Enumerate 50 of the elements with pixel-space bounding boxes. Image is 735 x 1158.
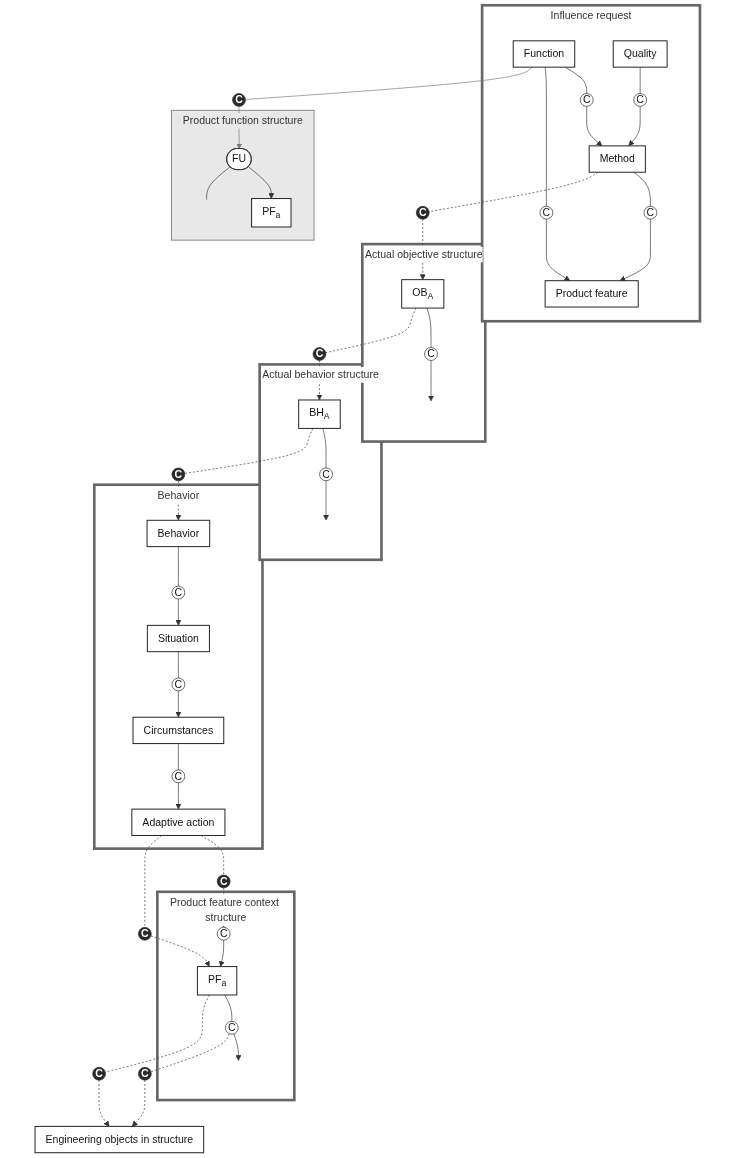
connector xyxy=(178,651,179,679)
node-box xyxy=(34,1125,205,1154)
cluster xyxy=(258,363,383,562)
node-circle xyxy=(138,1066,152,1081)
node-box xyxy=(588,145,646,173)
node-circle xyxy=(319,467,333,482)
node-circle xyxy=(539,206,554,220)
node-circle xyxy=(643,206,658,220)
connector xyxy=(639,66,641,94)
connector xyxy=(322,428,327,469)
node-circle xyxy=(232,93,246,107)
node-circle xyxy=(138,927,152,941)
connector xyxy=(224,994,233,1022)
node-box xyxy=(146,624,210,653)
cluster xyxy=(156,890,296,1102)
node-circle xyxy=(312,347,327,361)
node-circle xyxy=(171,769,186,784)
connector xyxy=(178,546,179,587)
node-circle xyxy=(92,1066,106,1081)
connector xyxy=(150,1033,230,1072)
node-circle xyxy=(579,93,594,107)
connector xyxy=(245,66,533,100)
connector xyxy=(144,835,162,928)
node-box xyxy=(132,716,225,745)
node-box xyxy=(251,198,292,228)
node-box xyxy=(512,40,576,68)
node-circle xyxy=(171,677,186,692)
node-circle xyxy=(171,467,186,482)
connector xyxy=(633,171,651,207)
node-box xyxy=(401,279,445,309)
cluster xyxy=(93,483,264,850)
node-box xyxy=(196,966,238,996)
node-box xyxy=(298,399,341,429)
connector xyxy=(544,66,547,207)
node-circle xyxy=(225,1021,239,1035)
connector xyxy=(426,307,432,348)
node-box xyxy=(612,40,668,68)
node-circle xyxy=(416,206,430,220)
connector xyxy=(565,66,588,94)
connector xyxy=(206,166,231,200)
node-circle xyxy=(216,874,231,889)
node-box xyxy=(544,280,639,308)
node-circle xyxy=(216,927,231,941)
node-box xyxy=(146,519,211,548)
node-circle xyxy=(633,93,647,107)
node-box xyxy=(131,808,226,836)
connector xyxy=(178,743,179,771)
cluster xyxy=(480,3,702,323)
node-circle xyxy=(424,347,438,361)
node-circle xyxy=(171,585,186,600)
